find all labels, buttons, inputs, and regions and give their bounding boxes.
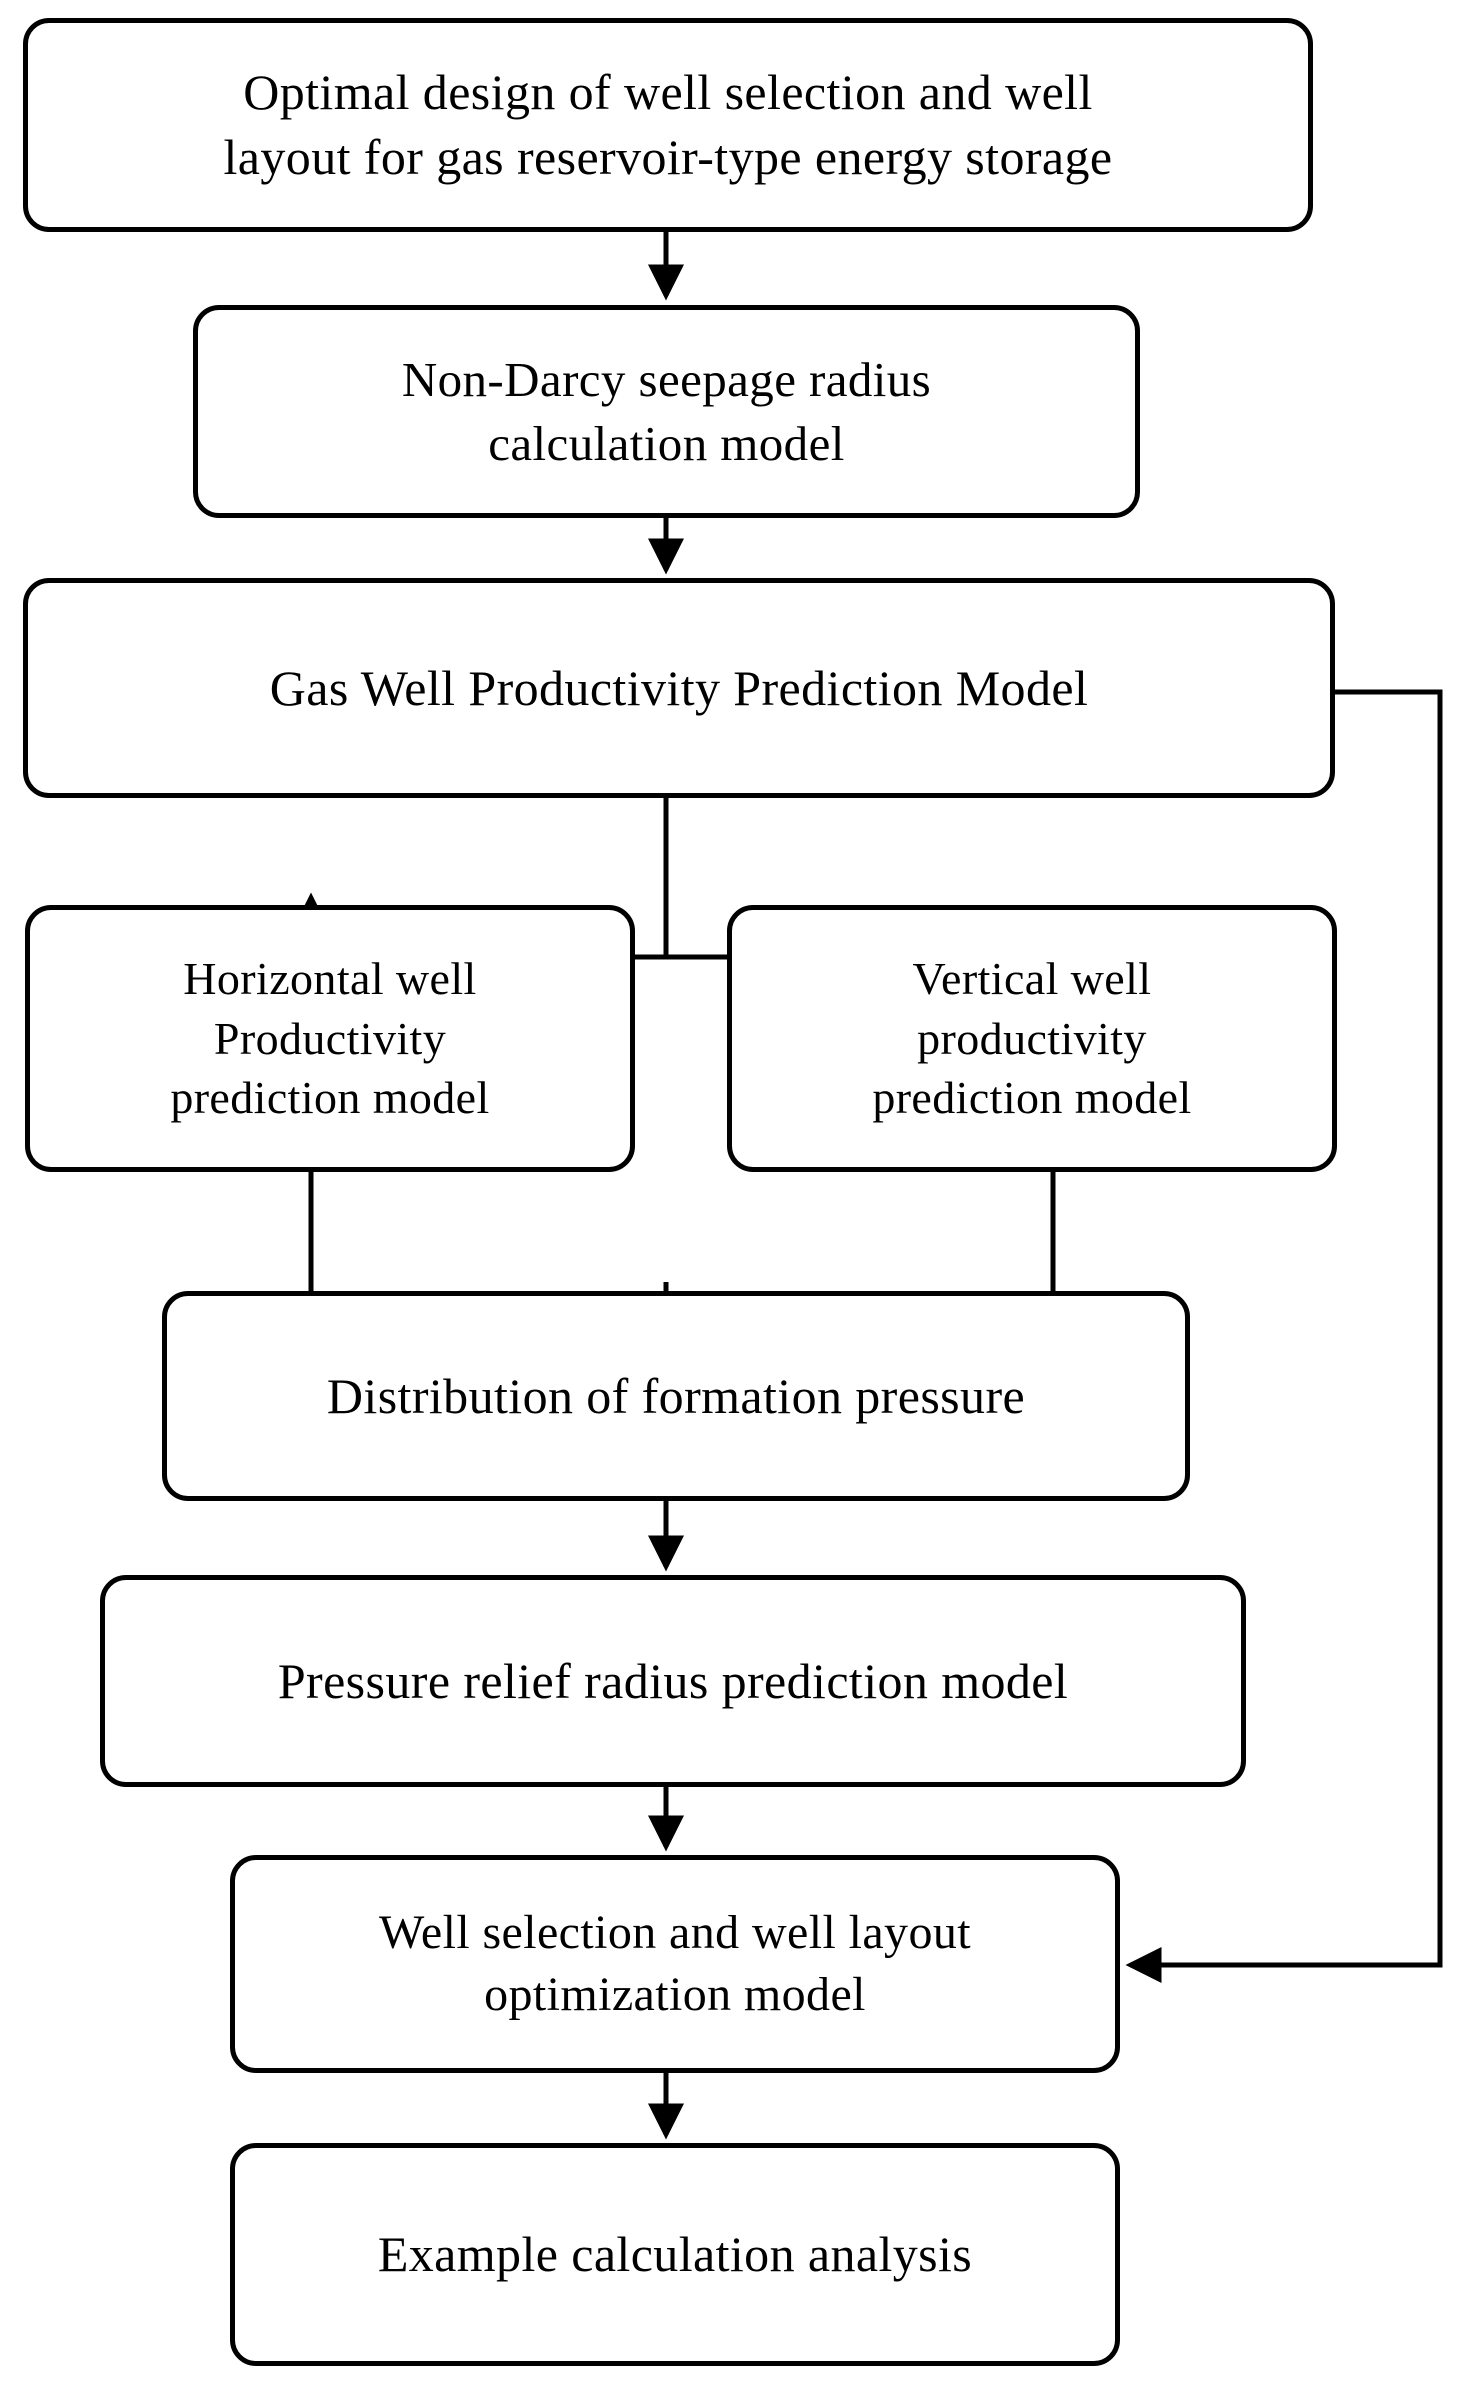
node-productivity-label: Gas Well Productivity Prediction Model — [269, 659, 1089, 716]
node-distribution-label: Distribution of formation pressure — [326, 1367, 1026, 1424]
node-gas-well-productivity-prediction-model[interactable]: Gas Well Productivity Prediction Model — [23, 578, 1335, 798]
node-vertical-label: Vertical well productivity prediction mo… — [872, 952, 1192, 1124]
node-distribution-of-formation-pressure[interactable]: Distribution of formation pressure — [162, 1291, 1190, 1501]
node-optimal-design[interactable]: Optimal design of well selection and wel… — [23, 18, 1313, 232]
node-non-darcy-label: Non-Darcy seepage radius calculation mod… — [401, 351, 932, 471]
node-non-darcy-seepage-radius[interactable]: Non-Darcy seepage radius calculation mod… — [193, 305, 1140, 518]
node-wellselection-label: Well selection and well layout optimizat… — [379, 1905, 971, 2021]
node-example-calculation-analysis[interactable]: Example calculation analysis — [230, 2143, 1120, 2366]
node-optimal-design-label: Optimal design of well selection and wel… — [223, 64, 1113, 185]
node-well-selection-and-layout-optimization-model[interactable]: Well selection and well layout optimizat… — [230, 1855, 1120, 2073]
node-vertical-well-productivity-model[interactable]: Vertical well productivity prediction mo… — [727, 905, 1337, 1172]
node-pressure-label: Pressure relief radius prediction model — [277, 1652, 1069, 1709]
node-horizontal-well-productivity-model[interactable]: Horizontal well Productivity prediction … — [25, 905, 635, 1172]
node-horizontal-label: Horizontal well Productivity prediction … — [170, 952, 490, 1124]
node-pressure-relief-radius-prediction-model[interactable]: Pressure relief radius prediction model — [100, 1575, 1246, 1787]
node-example-label: Example calculation analysis — [377, 2226, 973, 2282]
